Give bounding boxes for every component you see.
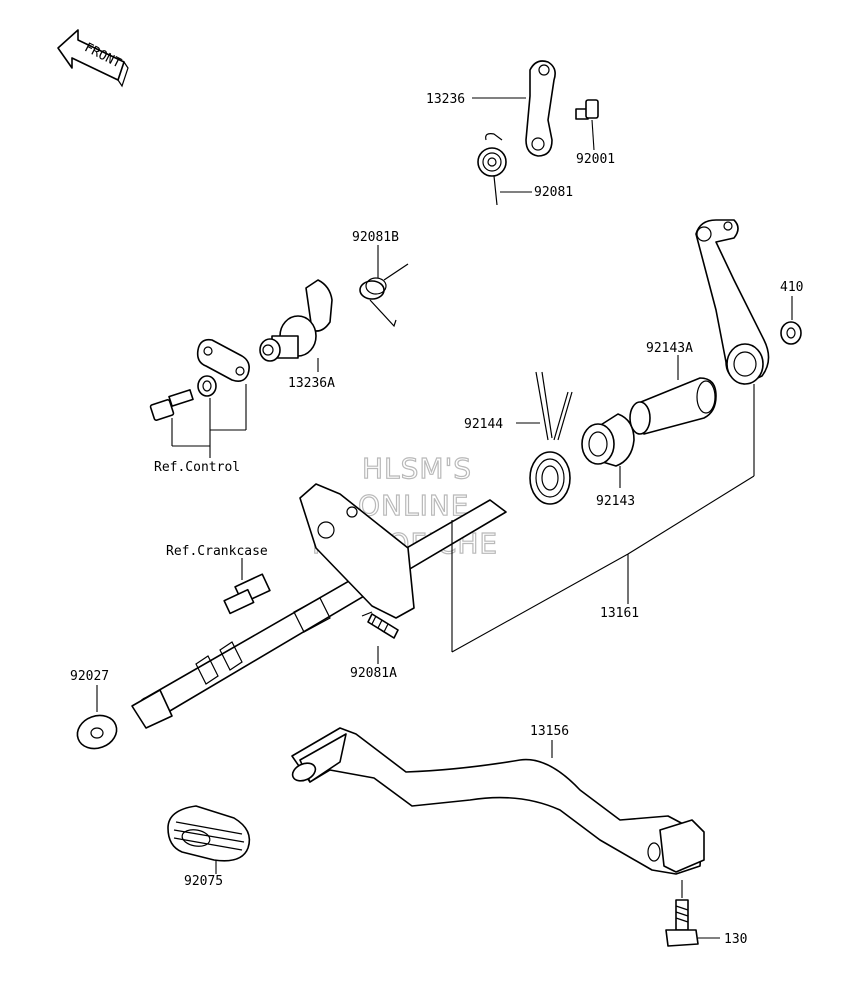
- label-ref-control: Ref.Control: [154, 460, 240, 475]
- label-92081: 92081: [534, 185, 573, 200]
- part-13156-pedal: [291, 727, 705, 875]
- label-92081A: 92081A: [350, 666, 397, 681]
- part-92001-bolt: [575, 99, 599, 151]
- label-92143: 92143: [596, 494, 635, 509]
- leader-13161: [451, 384, 755, 653]
- label-ref-crankcase: Ref.Crankcase: [166, 544, 268, 559]
- label-13156: 13156: [530, 724, 569, 739]
- ref-crankcase-pin: [223, 558, 271, 615]
- label-92075: 92075: [184, 874, 223, 889]
- label-92001: 92001: [576, 152, 615, 167]
- label-13236A: 13236A: [288, 376, 335, 391]
- part-92081-spring: [477, 133, 532, 206]
- part-13236-lever: [472, 60, 556, 157]
- watermark-line-1: HLSM'S: [362, 452, 472, 485]
- label-92081B: 92081B: [352, 230, 399, 245]
- part-130-bolt: [665, 880, 720, 947]
- part-92075-rubber: [167, 805, 251, 874]
- label-130: 130: [724, 932, 747, 947]
- part-92143A-sleeve: [629, 355, 717, 435]
- part-92081A-spring: [361, 611, 399, 664]
- front-arrow-icon: FRONT: [57, 29, 129, 88]
- label-92143A: 92143A: [646, 341, 693, 356]
- label-13161: 13161: [600, 606, 639, 621]
- part-410-washer: [780, 296, 802, 345]
- part-13161-shift-shaft: [131, 483, 507, 729]
- label-13236: 13236: [426, 92, 465, 107]
- part-92081B-spring: [359, 245, 409, 328]
- watermark-line-2: ONLINE: [358, 489, 469, 522]
- label-92144: 92144: [464, 417, 503, 432]
- ref-control-group: [149, 338, 250, 458]
- label-410: 410: [780, 280, 803, 295]
- part-13236A-arm: [259, 279, 333, 372]
- label-92027: 92027: [70, 669, 109, 684]
- part-92143-collar: [581, 413, 635, 488]
- part-92027-washer: [76, 685, 118, 750]
- part-13161-linkage: [695, 219, 770, 385]
- part-92144-spring: [516, 371, 573, 505]
- part-labels: 13236 92001 92081 92081B 410 92143A 1323…: [70, 92, 803, 947]
